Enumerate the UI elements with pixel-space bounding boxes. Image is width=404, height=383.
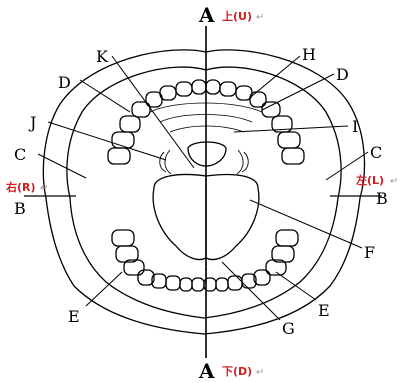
label-e-left: E: [68, 307, 80, 326]
return-mark-down: ↵: [256, 367, 264, 378]
label-k: K: [96, 47, 109, 66]
label-j: J: [28, 113, 36, 132]
return-mark-up: ↵: [256, 12, 264, 23]
label-e-right: E: [318, 301, 330, 320]
label-c-right: C: [370, 143, 382, 162]
return-mark-left: ↵: [390, 176, 398, 187]
palatine-tonsils: [160, 150, 249, 174]
direction-up: 上(U): [222, 9, 252, 23]
label-d-right: D: [336, 65, 349, 84]
label-d-left: D: [58, 73, 71, 92]
lower-teeth: [112, 230, 298, 291]
label-a-bottom: A: [198, 359, 215, 383]
label-a-top: A: [198, 3, 215, 27]
direction-right: 右(R): [5, 180, 36, 194]
label-f: F: [364, 243, 375, 262]
label-i: I: [352, 117, 358, 136]
label-h: H: [302, 45, 316, 64]
direction-left: 左(L): [355, 173, 384, 187]
label-g: G: [282, 319, 295, 338]
label-b-right: B: [376, 189, 388, 208]
uvula: [188, 142, 226, 166]
label-c-left: C: [14, 145, 26, 164]
label-b-left: B: [14, 199, 26, 218]
direction-down: 下(D): [222, 365, 252, 378]
return-mark-right: ↵: [40, 183, 48, 194]
